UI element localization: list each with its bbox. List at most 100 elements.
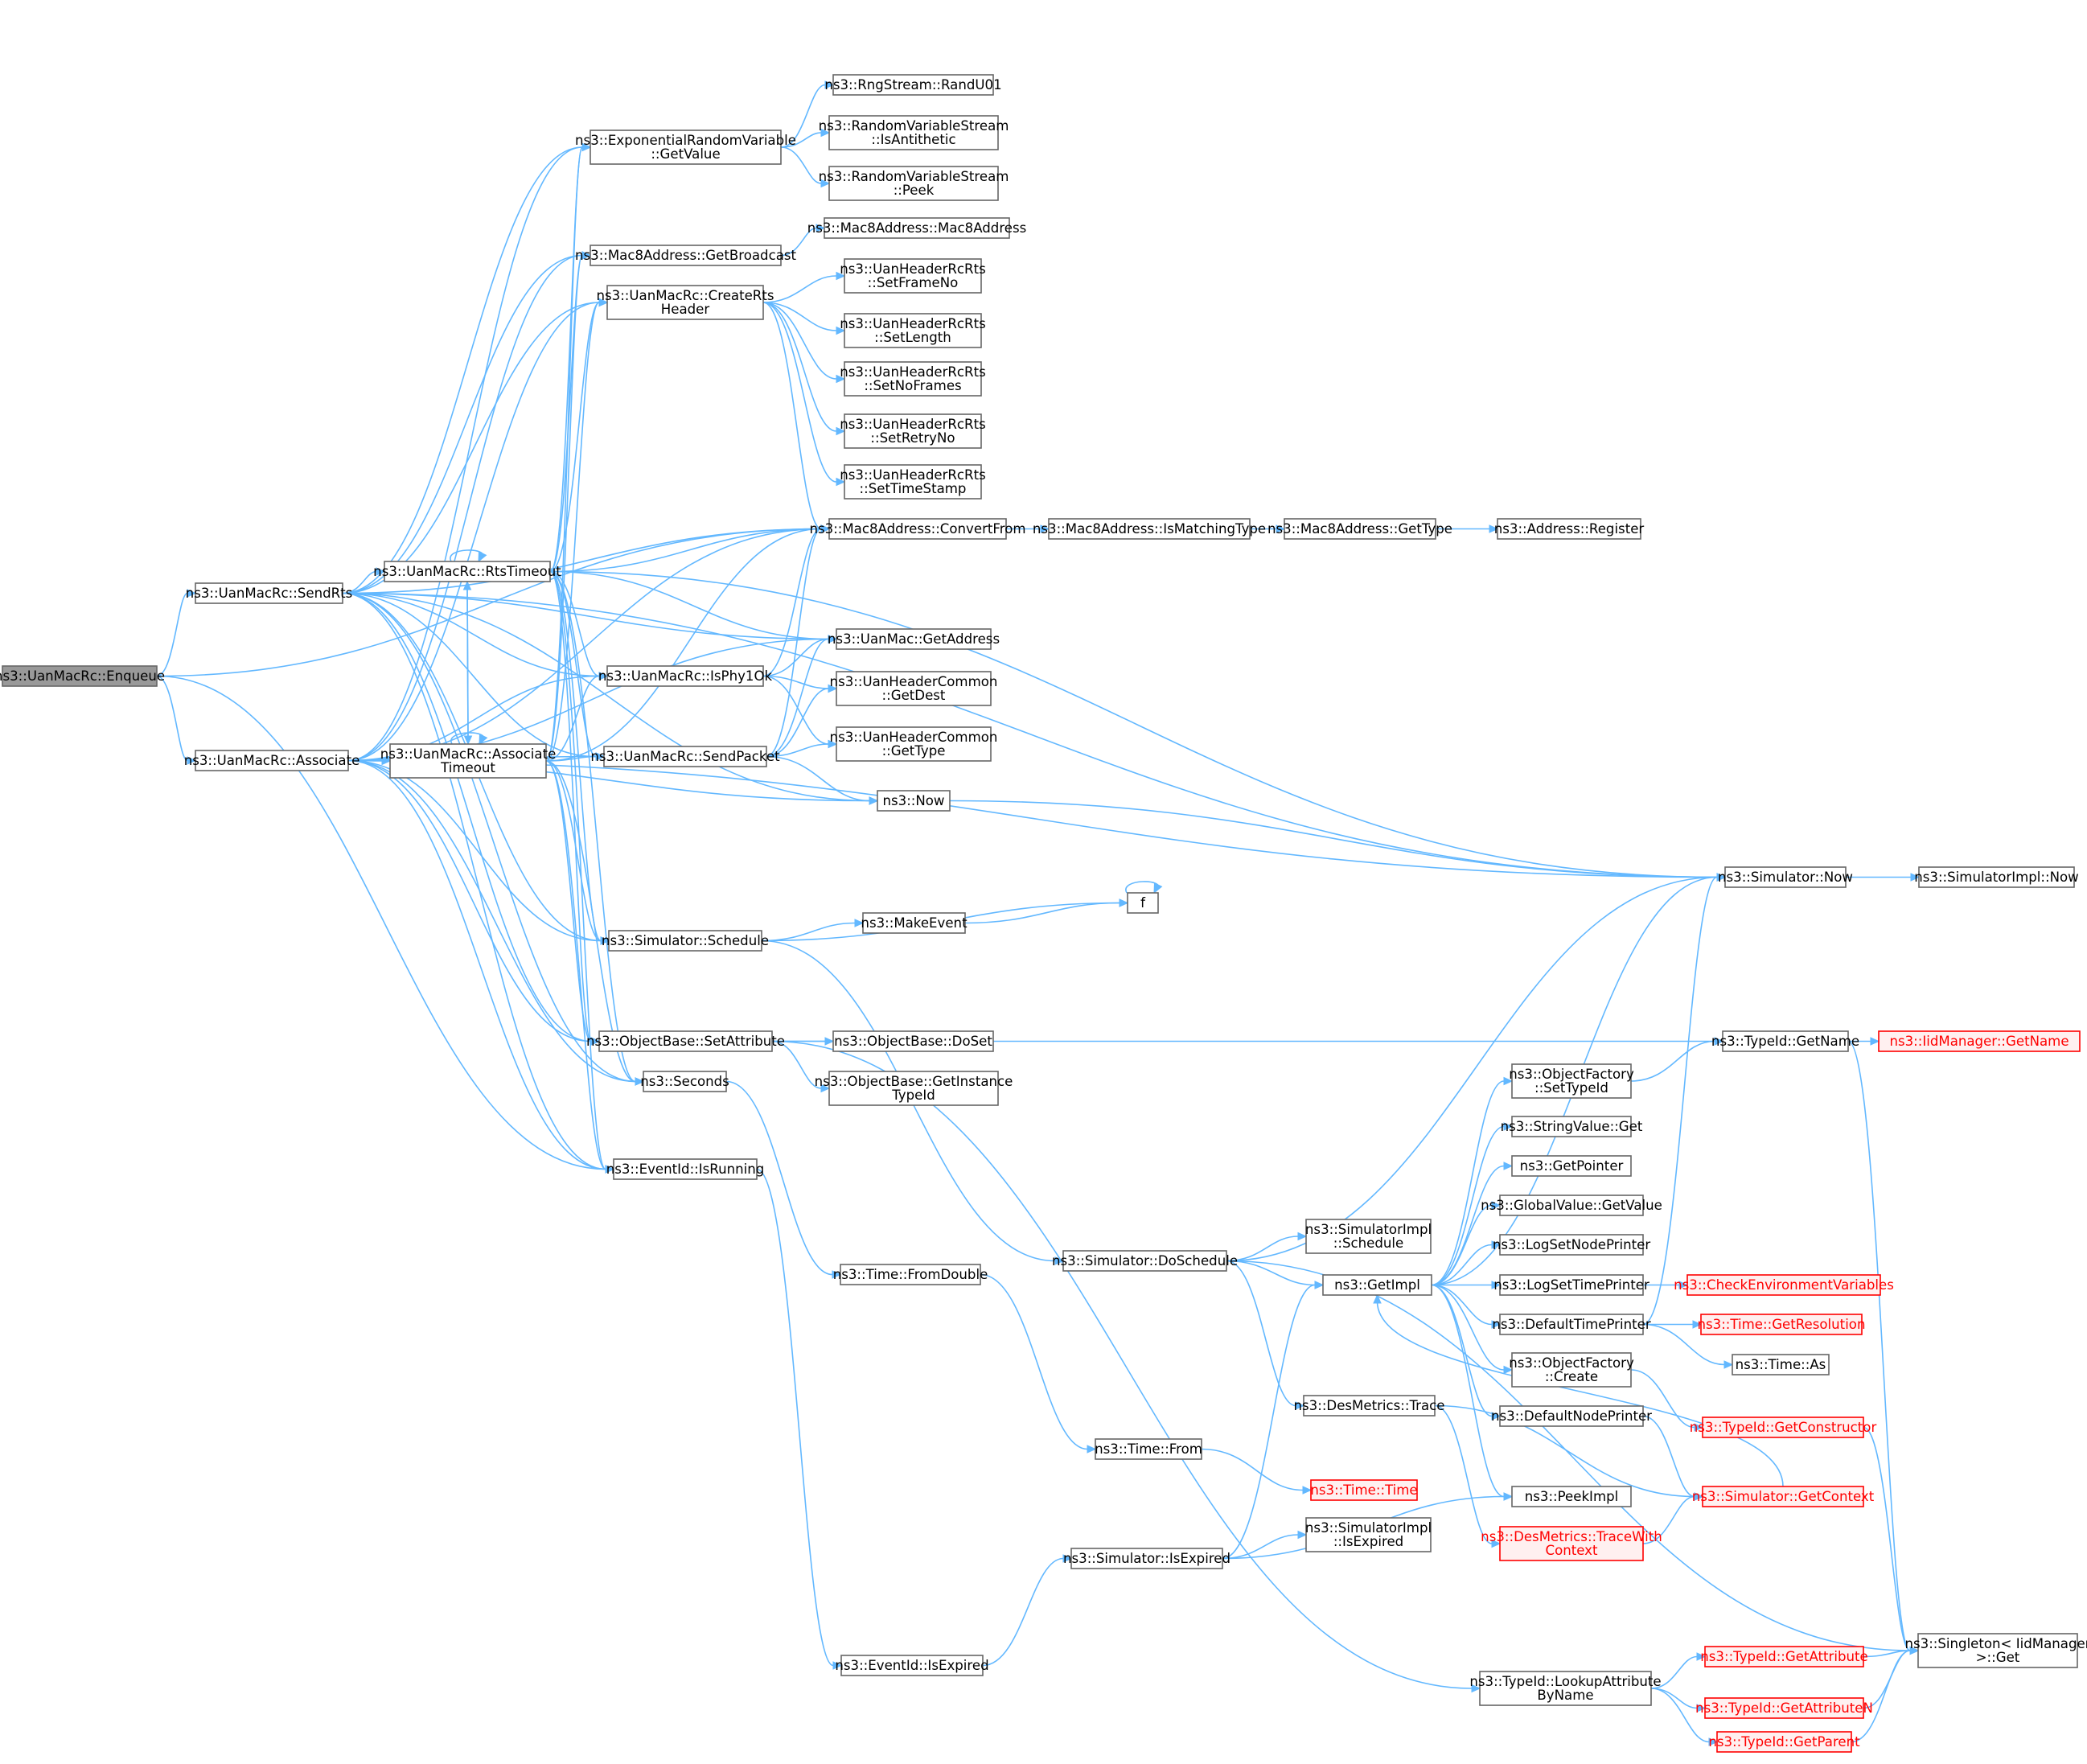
node-timetime[interactable]: ns3::Time::Time [1310,1479,1418,1501]
node-peek[interactable]: ns3::RandomVariableStream::Peek [819,166,1009,201]
edge-assoctimeout-expgetvalue [545,142,592,762]
edge-assoctimeout-seconds [545,760,645,1086]
edge-assoctimeout-schedule [545,760,610,945]
node-associate[interactable]: ns3::UanMacRc::Associate [184,750,360,771]
node-ismatchingtype[interactable]: ns3::Mac8Address::IsMatchingType [1033,518,1266,540]
node-getdest[interactable]: ns3::UanHeaderCommon::GetDest [830,671,998,706]
node-getparent[interactable]: ns3::TypeId::GetParent [1708,1731,1860,1753]
node-timefrom[interactable]: ns3::Time::From [1095,1438,1202,1460]
node-box [877,790,951,812]
node-label: ns3::TypeId::GetAttribute [1700,1649,1867,1664]
node-checkenv[interactable]: ns3::CheckEnvironmentVariables [1674,1274,1894,1296]
node-label: ns3::ObjectFactory [1509,1067,1634,1082]
node-singletonget[interactable]: ns3::Singleton< IidManager >::Get [1904,1633,2087,1668]
node-now[interactable]: ns3::Now [877,790,951,812]
node-expgetvalue[interactable]: ns3::ExponentialRandomVariable::GetValue [575,130,796,165]
edge-seconds-fromdouble [725,1080,842,1279]
node-box [1070,1548,1223,1569]
node-label: ::SetFrameNo [868,275,959,290]
node-eventidisexpired[interactable]: ns3::EventId::IsExpired [835,1655,989,1676]
node-mac8gettype[interactable]: ns3::Mac8Address::GetType [1267,518,1452,540]
node-getattributen[interactable]: ns3::TypeId::GetAttributeN [1695,1697,1873,1719]
node-defaultnodeprinter[interactable]: ns3::DefaultNodePrinter [1491,1405,1652,1427]
node-isexpired[interactable]: ns3::Simulator::IsExpired [1063,1548,1230,1569]
node-isantithetic[interactable]: ns3::RandomVariableStream::IsAntithetic [819,115,1009,150]
node-box [1303,1395,1436,1417]
node-label: ns3::UanHeaderCommon [830,730,998,745]
node-doschedule[interactable]: ns3::Simulator::DoSchedule [1052,1250,1238,1272]
node-simimplnow[interactable]: ns3::SimulatorImpl::Now [1914,866,2079,888]
node-convertfrom[interactable]: ns3::Mac8Address::ConvertFrom [809,518,1026,540]
node-label: ns3::DefaultTimePrinter [1492,1317,1651,1332]
node-setlength[interactable]: ns3::UanHeaderRcRts::SetLength [840,313,986,348]
node-enqueue[interactable]: ns3::UanMacRc::Enqueue [0,665,165,687]
node-sendpacket[interactable]: ns3::UanMacRc::SendPacket [590,746,780,767]
node-peekimpl[interactable]: ns3::PeekImpl [1511,1486,1632,1507]
node-box [1499,1405,1644,1427]
node-defaulttimeprinter[interactable]: ns3::DefaultTimePrinter [1492,1314,1651,1335]
node-getcontext[interactable]: ns3::Simulator::GetContext [1692,1486,1875,1507]
node-box [828,518,1007,540]
node-label: >::Get [1976,1650,2020,1665]
node-getaddress[interactable]: ns3::UanMac::GetAddress [828,628,1000,650]
node-simimplschedule[interactable]: ns3::SimulatorImpl::Schedule [1305,1219,1432,1254]
node-isphy1ok[interactable]: ns3::UanMacRc::IsPhy1Ok [598,665,773,687]
node-box [613,1158,758,1180]
node-iidgetname[interactable]: ns3::IidManager::GetName [1878,1030,2081,1052]
node-label: ns3::UanHeaderRcRts [840,417,986,432]
node-label: ns3::UanMacRc::Enqueue [0,668,165,684]
node-label: ns3::SimulatorImpl [1305,1222,1432,1237]
node-getconstructor[interactable]: ns3::TypeId::GetConstructor [1690,1417,1877,1438]
node-setnoframes[interactable]: ns3::UanHeaderRcRts::SetNoFrames [840,361,986,397]
node-simnow[interactable]: ns3::Simulator::Now [1718,866,1853,888]
node-globalvalueget[interactable]: ns3::GlobalValue::GetValue [1481,1195,1662,1216]
node-desmetricstrace[interactable]: ns3::DesMetrics::Trace [1294,1395,1445,1417]
node-getresolution[interactable]: ns3::Time::GetResolution [1698,1314,1866,1335]
node-ofsettypeid[interactable]: ns3::ObjectFactory::SetTypeId [1509,1063,1634,1099]
node-label: f [1140,895,1146,911]
node-fromdouble[interactable]: ns3::Time::FromDouble [833,1264,988,1285]
node-setattribute[interactable]: ns3::ObjectBase::SetAttribute [586,1030,785,1052]
node-ofcreate[interactable]: ns3::ObjectFactory::Create [1509,1352,1634,1388]
node-sendrts[interactable]: ns3::UanMacRc::SendRts [186,582,353,604]
node-schedule[interactable]: ns3::Simulator::Schedule [602,930,769,952]
node-setframeno[interactable]: ns3::UanHeaderRcRts::SetFrameNo [840,258,986,294]
node-label: ns3::UanMacRc::SendRts [186,586,353,601]
node-mac8ctor[interactable]: ns3::Mac8Address::Mac8Address [807,217,1027,239]
node-settimestamp[interactable]: ns3::UanHeaderRcRts::SetTimeStamp [840,464,986,500]
node-rtstimeout[interactable]: ns3::UanMacRc::RtsTimeout [373,561,561,582]
edge-mac8gettype-register [1436,524,1499,533]
node-label: ns3::UanMacRc::SendPacket [590,749,780,764]
node-typeidgetname[interactable]: ns3::TypeId::GetName [1711,1030,1859,1052]
node-label: ns3::Simulator::DoSchedule [1052,1253,1238,1269]
node-getimpl[interactable]: ns3::GetImpl [1322,1274,1432,1296]
node-getattribute[interactable]: ns3::TypeId::GetAttribute [1700,1646,1868,1667]
node-doset[interactable]: ns3::ObjectBase::DoSet [832,1030,994,1052]
call-nodes: ns3::UanMacRc::Enqueuens3::UanMacRc::Sen… [0,74,2087,1753]
node-box [598,1030,773,1052]
node-isrunning[interactable]: ns3::EventId::IsRunning [606,1158,765,1180]
node-register[interactable]: ns3::Address::Register [1494,518,1645,540]
node-seconds[interactable]: ns3::Seconds [640,1071,729,1092]
node-f[interactable]: f [1127,892,1159,914]
node-getpointer[interactable]: ns3::GetPointer [1511,1155,1632,1177]
node-getbroadcast[interactable]: ns3::Mac8Address::GetBroadcast [575,245,797,266]
node-logsettimeprinter[interactable]: ns3::LogSetTimePrinter [1493,1274,1649,1296]
edge-defaulttimeprinter-timeas [1642,1323,1734,1369]
node-setretryno[interactable]: ns3::UanHeaderRcRts::SetRetryNo [840,413,986,449]
node-randu01[interactable]: ns3::RngStream::RandU01 [824,74,1002,96]
node-timeas[interactable]: ns3::Time::As [1732,1354,1830,1375]
node-box [862,912,966,934]
edge-typeidgetname-iidgetname [1847,1037,1880,1046]
node-logsetnodeprinter[interactable]: ns3::LogSetNodePrinter [1493,1234,1650,1256]
node-simimplisexpired[interactable]: ns3::SimulatorImpl::IsExpired [1305,1517,1432,1552]
node-makeevent[interactable]: ns3::MakeEvent [861,912,967,934]
node-gettype[interactable]: ns3::UanHeaderCommon::GetType [830,726,998,762]
node-box [1511,1155,1632,1177]
node-stringvalueget[interactable]: ns3::StringValue::Get [1501,1116,1643,1137]
